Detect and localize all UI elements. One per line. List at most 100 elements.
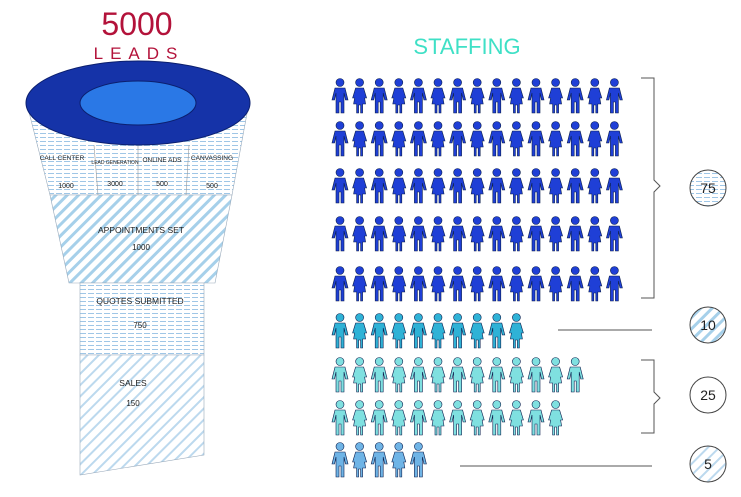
person-icon [488, 121, 506, 157]
person-icon [488, 313, 506, 349]
source-value-online-ads: 500 [156, 181, 168, 188]
source-label-call-center: CALL CENTER [40, 155, 85, 162]
person-icon [527, 357, 545, 393]
person-icon [410, 121, 427, 157]
person-icon [508, 400, 524, 436]
bracket-25 [641, 359, 661, 434]
person-icon [469, 121, 485, 157]
person-icon [430, 357, 446, 393]
source-value-lead-generation: 3000 [107, 181, 123, 188]
person-icon [391, 400, 407, 436]
person-icon [469, 168, 485, 204]
person-icon [527, 168, 545, 204]
person-icon [587, 121, 603, 157]
person-icon [410, 400, 427, 436]
person-icon [331, 121, 349, 157]
count-circle-75: 75 [689, 169, 727, 207]
person-icon [370, 121, 388, 157]
person-icon [331, 357, 349, 393]
person-icon [566, 357, 584, 393]
person-icon [548, 400, 564, 436]
person-icon [566, 78, 584, 114]
person-icon [488, 266, 506, 302]
person-icon [527, 78, 545, 114]
count-value-10: 10 [700, 317, 716, 333]
person-icon [469, 357, 485, 393]
source-label-online-ads: ONLINE ADS [142, 157, 182, 164]
funnel: CALL CENTER LEAD GENERATION ONLINE ADS C… [25, 60, 251, 476]
source-value-call-center: 1000 [58, 183, 74, 190]
person-icon [469, 400, 485, 436]
person-icon [587, 266, 603, 302]
person-icon [566, 266, 584, 302]
person-icon [410, 168, 427, 204]
stage-label-quotes: QUOTES SUBMITTED [96, 296, 183, 306]
person-icon [469, 266, 485, 302]
source-label-lead-generation: LEAD GENERATION [91, 160, 139, 166]
person-icon [391, 266, 407, 302]
funnel-stage-appointments [49, 194, 233, 284]
person-icon [430, 266, 446, 302]
count-circle-25: 25 [689, 376, 727, 414]
person-icon [508, 357, 524, 393]
person-icon [370, 357, 388, 393]
person-icon [449, 121, 466, 157]
person-icon [391, 313, 407, 349]
person-icon [391, 121, 407, 157]
person-icon [370, 216, 388, 252]
stage-label-sales: SALES [119, 378, 147, 388]
person-icon [606, 216, 623, 252]
person-icon [488, 216, 506, 252]
stage-value-quotes: 750 [133, 321, 147, 330]
person-icon [508, 121, 524, 157]
person-icon [449, 357, 466, 393]
person-icon [449, 266, 466, 302]
person-icon [331, 266, 349, 302]
person-icon [508, 266, 524, 302]
person-icon [508, 313, 524, 349]
person-icon [430, 121, 446, 157]
count-circle-5: 5 [689, 445, 727, 483]
count-value-75: 75 [700, 180, 716, 196]
stage-value-appointments: 1000 [132, 243, 150, 252]
source-label-canvassing: CANVASSING [191, 155, 233, 162]
person-icon [331, 442, 349, 478]
person-icon [370, 400, 388, 436]
source-value-canvassing: 500 [206, 183, 218, 190]
staffing-title: STAFFING [413, 34, 521, 59]
person-icon [391, 168, 407, 204]
person-icon [331, 313, 349, 349]
staffing-people [331, 78, 623, 478]
person-icon [352, 266, 368, 302]
person-icon [449, 313, 466, 349]
person-icon [548, 357, 564, 393]
person-icon [527, 400, 545, 436]
person-icon [566, 216, 584, 252]
funnel-stage-sales [79, 354, 205, 476]
person-icon [566, 168, 584, 204]
person-icon [508, 168, 524, 204]
person-icon [331, 78, 349, 114]
person-icon [449, 78, 466, 114]
person-icon [508, 78, 524, 114]
person-icon [508, 216, 524, 252]
person-icon [449, 216, 466, 252]
staffing-connectors [460, 77, 661, 467]
person-icon [606, 78, 623, 114]
person-icon [331, 168, 349, 204]
person-icon [587, 168, 603, 204]
person-icon [352, 357, 368, 393]
person-icon [527, 266, 545, 302]
person-icon [488, 357, 506, 393]
funnel-opening [79, 80, 197, 126]
person-icon [606, 168, 623, 204]
person-icon [548, 78, 564, 114]
count-value-5: 5 [704, 456, 712, 472]
person-icon [370, 168, 388, 204]
person-icon [488, 400, 506, 436]
person-icon [391, 216, 407, 252]
person-icon [410, 313, 427, 349]
person-icon [430, 400, 446, 436]
person-icon [370, 442, 388, 478]
